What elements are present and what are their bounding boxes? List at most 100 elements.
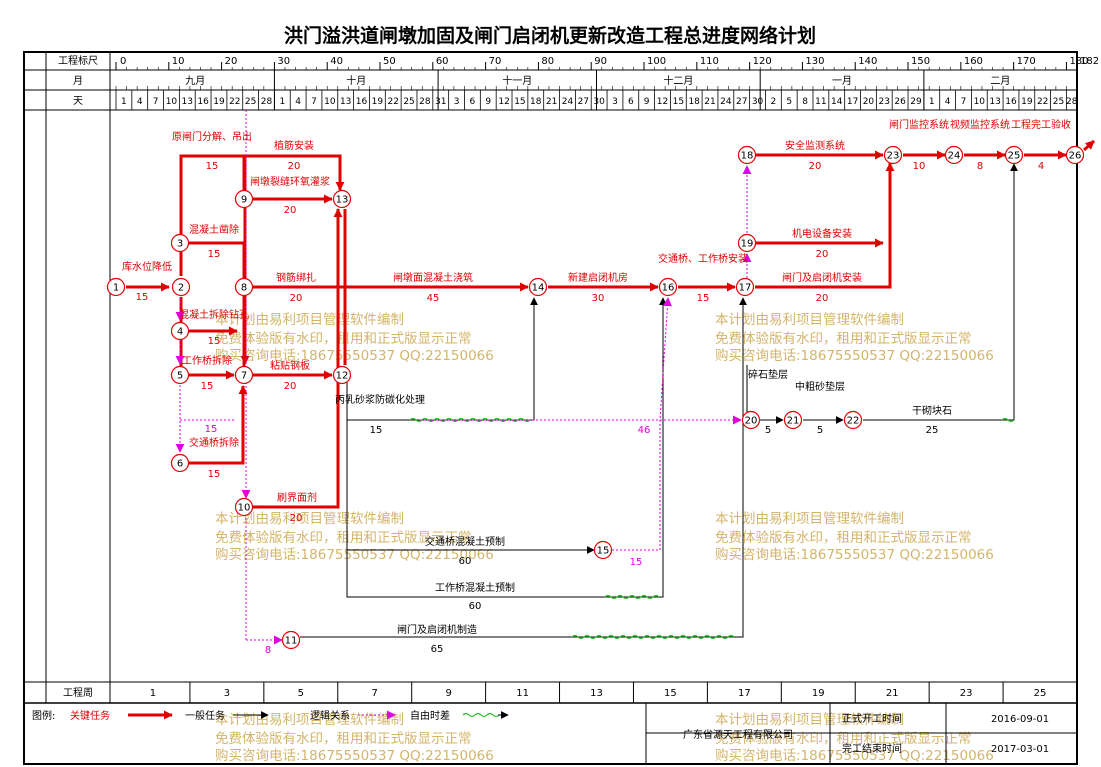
svg-text:11: 11 [285,636,298,647]
scale-tick-label: 110 [700,56,719,67]
scale-tick-label: 90 [594,56,607,67]
month-row-label: 月 [73,75,83,87]
event-node: 25 [1004,145,1024,165]
event-node: 13 [332,189,352,209]
svg-text:本计划由易利项目管理软件编制: 本计划由易利项目管理软件编制 [215,511,404,527]
activity-duration-14: 20 [809,161,822,172]
day-label: 30 [752,97,764,107]
svg-text:购买咨询电话:18675550537 QQ:22150066: 购买咨询电话:18675550537 QQ:22150066 [715,547,994,563]
scale-tick-label: 140 [858,56,877,67]
event-node: 24 [944,145,964,165]
event-node: 21 [783,410,803,430]
activity-label-18: 视频监控系统 [950,118,1010,131]
month-label: 十一月 [502,74,532,87]
svg-text:19: 19 [741,239,754,250]
week-label: 15 [664,688,677,699]
day-label: 14 [831,97,843,107]
activity-label-21: 碎石垫层 [748,368,788,381]
outer-frame [23,51,1078,765]
day-label: 25 [245,97,256,107]
day-label: 23 [879,97,890,107]
free-float-waves [409,417,1015,640]
scale-tick-label: 40 [330,56,343,67]
week-label: 7 [372,688,378,699]
day-label: 4 [137,97,143,107]
scale-tick-label: 0 [120,56,126,67]
day-label: 12 [498,97,509,107]
day-label: 10 [324,97,336,107]
event-node: 20 [741,410,761,430]
legend-normal-label: 一般任务 [185,709,225,722]
scale-tick-label: 180 [1069,56,1088,67]
svg-text:13: 13 [336,195,349,206]
day-label: 6 [628,97,634,107]
activity-duration-7: 20 [284,205,297,216]
footer-end-label: 完工结束时间 [842,742,902,755]
svg-text:购买咨询电话:18675550537 QQ:22150066: 购买咨询电话:18675550537 QQ:22150066 [215,348,494,364]
activity-label-3: 混凝土拆除钻孔 [179,308,249,321]
svg-text:免费体验版有水印，租用和正式版显示正常: 免费体验版有水印，租用和正式版显示正常 [715,331,972,347]
svg-text:购买咨询电话:18675550537 QQ:22150066: 购买咨询电话:18675550537 QQ:22150066 [215,748,494,764]
day-label: 13 [340,97,351,107]
svg-text:25: 25 [1008,151,1021,162]
month-label: 九月 [185,75,205,87]
svg-text:购买咨询电话:18675550537 QQ:22150066: 购买咨询电话:18675550537 QQ:22150066 [215,547,494,563]
day-label: 20 [863,97,875,107]
activity-duration-26: 65 [431,644,444,655]
day-label: 10 [166,97,178,107]
svg-text:本计划由易利项目管理软件编制: 本计划由易利项目管理软件编制 [215,312,404,328]
activity-duration-22: 5 [817,425,823,436]
activity-duration-21: 5 [765,425,771,436]
day-label: 19 [372,97,384,107]
logic-arrows [175,110,752,645]
svg-text:20: 20 [745,416,758,427]
scale-tick-label: 10 [172,56,185,67]
activity-duration-10: 20 [290,513,303,524]
activity-duration-15: 20 [816,249,829,260]
day-label: 16 [197,97,209,107]
scale-tick-label: 150 [911,56,930,67]
footer-company: 广东省源天工程有限公司 [683,728,793,741]
week-label: 21 [886,688,899,699]
svg-text:免费体验版有水印，租用和正式版显示正常: 免费体验版有水印，租用和正式版显示正常 [215,530,472,546]
day-label: 1 [279,97,285,107]
day-label: 15 [514,97,525,107]
legend-critical-label: 关键任务 [70,709,110,722]
week-label: 1 [150,688,156,699]
svg-text:7: 7 [241,371,247,382]
week-label: 11 [516,688,529,699]
week-label: 17 [738,688,751,699]
activity-duration-11: 45 [427,293,440,304]
scale-tick-label: 170 [1017,56,1036,67]
activity-label-2: 混凝土凿除 [189,223,239,236]
day-label: 22 [229,97,240,107]
activity-label-12: 新建启闭机房 [568,271,628,284]
week-label: 25 [1034,688,1047,699]
plan-title: 洪门溢洪道闸墩加固及闸门启闭机更新改造工程总进度网络计划 [284,24,816,47]
day-label: 11 [815,97,826,107]
svg-text:9: 9 [241,195,247,206]
event-node: 17 [735,277,755,297]
critical-arrows [126,139,1096,509]
activity-label-14: 安全监测系统 [785,139,845,152]
week-label: 13 [590,688,603,699]
watermark: 本计划由易利项目管理软件编制 免费体验版有水印，租用和正式版显示正常 购买咨询电… [215,312,994,764]
event-node: 11 [281,630,301,650]
activity-duration-24: 60 [459,556,472,567]
event-node: 26 [1065,145,1085,165]
activity-duration-1: 15 [206,161,219,172]
free-duration-3: 8 [265,645,271,656]
svg-text:14: 14 [532,283,545,294]
day-label: 7 [311,97,317,107]
day-label: 12 [657,97,668,107]
svg-text:免费体验版有水印，租用和正式版显示正常: 免费体验版有水印，租用和正式版显示正常 [715,530,972,546]
svg-text:22: 22 [847,416,860,427]
activity-label-19: 工程完工验收 [1011,118,1071,131]
month-label: 一月 [832,75,852,87]
day-label: 7 [153,97,159,107]
day-label: 9 [644,97,650,107]
event-node: 8 [234,277,254,297]
scale-tick-label: 120 [753,56,772,67]
